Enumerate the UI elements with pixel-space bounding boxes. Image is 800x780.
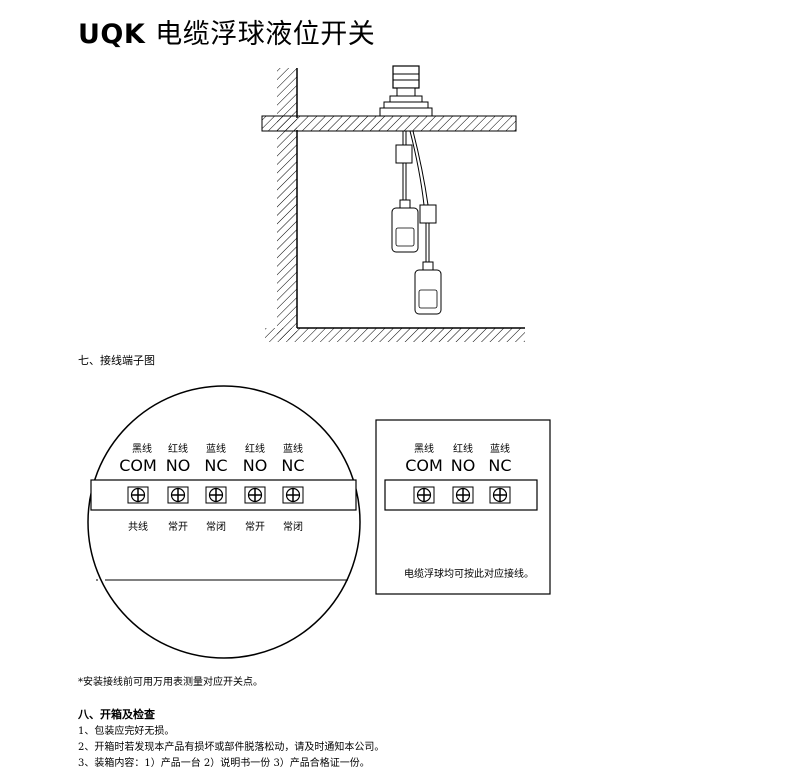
- left-function-label: 常开: [168, 522, 188, 533]
- left-color-label: 蓝线: [206, 444, 226, 455]
- wall-hatch: [277, 68, 297, 340]
- left-color-label: 红线: [245, 444, 265, 455]
- left-code-label: NO: [165, 456, 191, 475]
- square-terminal-housing: [375, 419, 551, 595]
- switch-head: [379, 65, 433, 117]
- right-color-label: 红线: [453, 444, 473, 455]
- left-function-label: 常闭: [206, 522, 226, 533]
- left-function-label: 常开: [245, 522, 265, 533]
- left-function-label: 共线: [128, 522, 148, 533]
- right-color-label: 黑线: [414, 444, 434, 455]
- list-item: 3、装箱内容：1）产品一台 2）说明书一份 3）产品合格证一份。: [78, 758, 370, 769]
- left-code-label: NC: [281, 456, 305, 475]
- left-function-label: 常闭: [283, 522, 303, 533]
- list-item: 1、包装应完好无损。: [78, 726, 175, 737]
- list-item: 2、开箱时若发现本产品有损坏或部件脱落松动，请及时通知本公司。: [78, 742, 385, 753]
- left-code-label: NC: [204, 456, 228, 475]
- cables: [395, 130, 437, 262]
- title-cn: 电缆浮球液位开关: [155, 19, 376, 50]
- left-screws: [127, 486, 304, 504]
- title-latin: UQK: [78, 19, 146, 50]
- section-8-heading: 八、开箱及检查: [78, 708, 155, 721]
- right-code-label: COM: [405, 456, 443, 475]
- float-upper: [391, 199, 419, 253]
- float-lower: [414, 261, 442, 315]
- left-color-label: 黑线: [132, 444, 152, 455]
- left-code-label: NO: [242, 456, 268, 475]
- page-title: UQK 电缆浮球液位开关: [78, 12, 375, 51]
- floor-hatch: [265, 328, 525, 342]
- left-color-label: 蓝线: [283, 444, 303, 455]
- left-code-label: COM: [119, 456, 157, 475]
- right-color-label: 蓝线: [490, 444, 510, 455]
- round-terminal-housing: [87, 385, 361, 659]
- right-code-label: NC: [488, 456, 512, 475]
- right-terminal-note: 电缆浮球均可按此对应接线。: [404, 569, 534, 580]
- meter-note: *安装接线前可用万用表测量对应开关点。: [78, 677, 263, 688]
- ceiling-slab: [261, 115, 517, 132]
- right-code-label: NO: [450, 456, 476, 475]
- right-screws: [413, 486, 511, 504]
- section-7-heading: 七、接线端子图: [78, 354, 155, 367]
- left-color-label: 红线: [168, 444, 188, 455]
